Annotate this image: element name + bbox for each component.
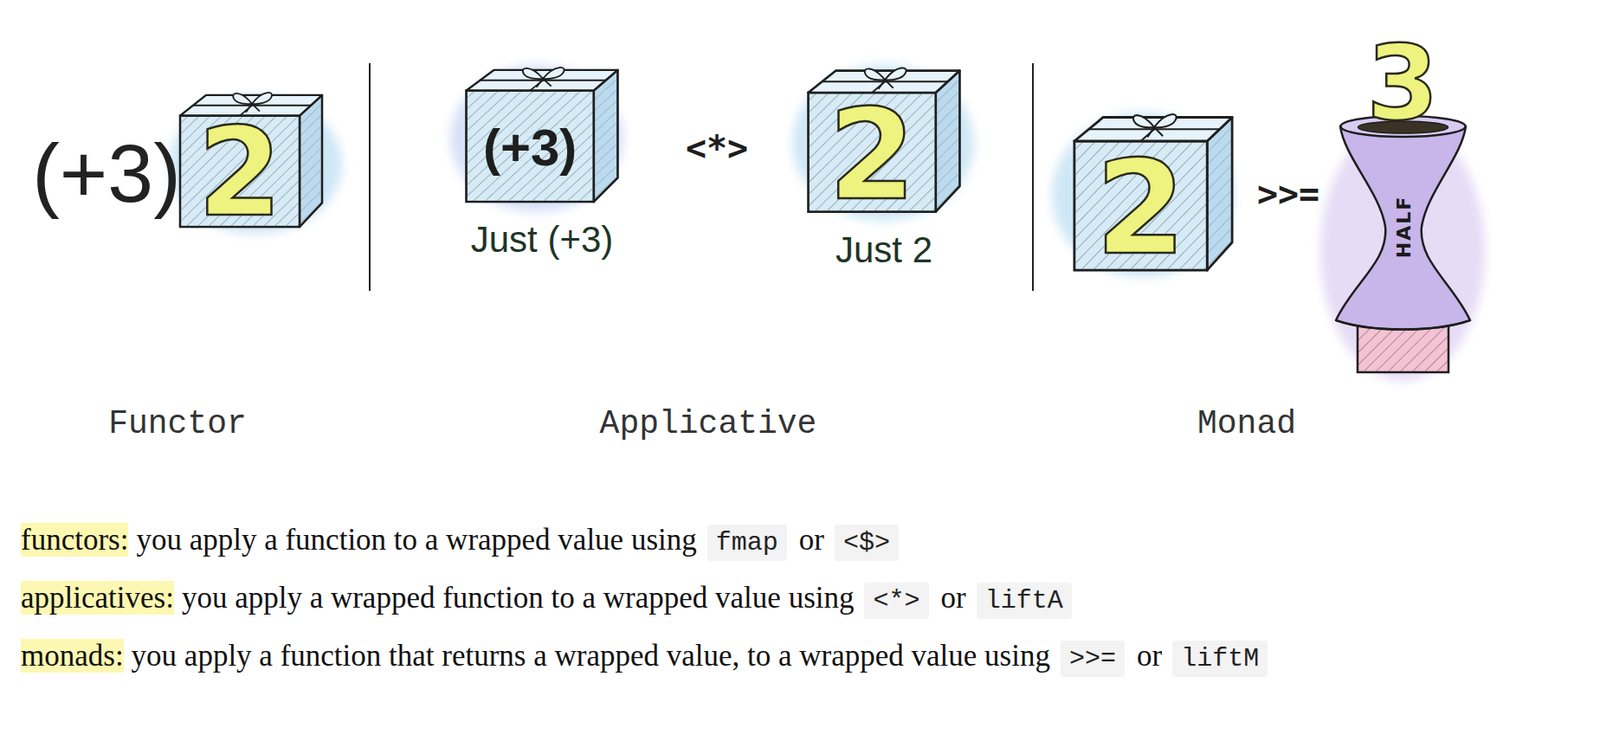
- code: <$>: [834, 524, 899, 562]
- code: >>=: [1060, 640, 1125, 678]
- glow: [792, 64, 975, 221]
- notes: functors:you apply a function to a wrapp…: [20, 512, 1588, 687]
- gift-box: (+3)Just (+3): [458, 61, 626, 207]
- panel-title: Functor: [108, 405, 247, 443]
- note-line: applicatives:you apply a wrapped functio…: [20, 570, 1588, 629]
- gift-box: 2Just 2: [800, 61, 968, 218]
- box-content: (+3): [483, 122, 577, 175]
- box-content: 2: [1095, 142, 1186, 273]
- description: you apply a function that returns a wrap…: [131, 638, 1051, 673]
- panel-title: Applicative: [600, 405, 818, 443]
- divider: [1032, 63, 1034, 291]
- divider: [368, 63, 371, 291]
- description: you apply a wrapped function to a wrappe…: [181, 580, 855, 615]
- gift-box: 2: [1066, 107, 1240, 277]
- operator: >>=: [1257, 174, 1320, 214]
- glow: [168, 95, 342, 234]
- glow: [1320, 121, 1485, 381]
- gift-box: 2: [173, 86, 330, 233]
- note-line: monads:you apply a function that returns…: [20, 628, 1588, 687]
- box-caption: Just (+3): [470, 219, 614, 260]
- box-content: 2: [197, 112, 282, 234]
- box-caption: Just 2: [835, 230, 933, 271]
- term: applicatives:: [20, 580, 175, 615]
- code: liftA: [976, 582, 1072, 620]
- term: functors:: [20, 522, 129, 557]
- result-value: 3: [1366, 31, 1439, 136]
- glow: [450, 64, 624, 213]
- description: or: [799, 522, 825, 557]
- term: monads:: [20, 638, 124, 673]
- note-line: functors:you apply a function to a wrapp…: [20, 512, 1588, 571]
- glow: [1051, 112, 1234, 278]
- panel-title: Monad: [1197, 405, 1297, 443]
- half-machine: HALF: [1331, 96, 1475, 378]
- machine-label: HALF: [1392, 195, 1414, 259]
- box-content: 2: [828, 90, 917, 217]
- description: or: [1136, 638, 1162, 673]
- code: <*>: [864, 582, 929, 620]
- code: fmap: [707, 524, 788, 562]
- operator: <*>: [685, 128, 749, 168]
- description: or: [941, 580, 967, 615]
- function-label: (+3): [32, 126, 181, 221]
- code: liftM: [1172, 640, 1268, 678]
- description: you apply a function to a wrapped value …: [135, 522, 697, 557]
